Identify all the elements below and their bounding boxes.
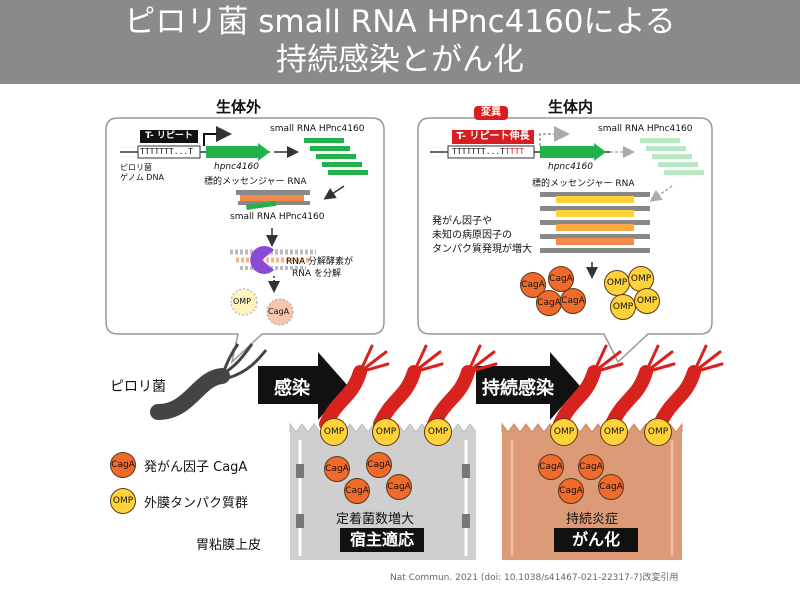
tissue-omp-6: OMP [644, 418, 672, 446]
legend-caga-label: 発がん因子 CagA [144, 460, 248, 475]
persistent-infection-arrow [476, 352, 580, 420]
right-tissue-caga-2: CagA [578, 454, 604, 480]
right-caga-4: CagA [560, 288, 586, 314]
epithelium-label: 胃粘膜上皮 [196, 538, 262, 553]
right-repeat-seq-red: TTTT [504, 147, 525, 156]
tissue-omp-4: OMP [550, 418, 578, 446]
right-note-3: タンパク質発現が増大 [432, 244, 532, 255]
mutation-tag: 変異 [474, 106, 508, 120]
right-gene-label: hpnc4160 [548, 162, 593, 172]
genome-label-2: ゲノム DNA [120, 173, 164, 182]
left-tissue-box: 宿主適応 [340, 528, 424, 552]
left-gene-label: hpnc4160 [214, 162, 259, 172]
left-repeat-tag: T- リピート [140, 130, 198, 143]
left-caga-faded [266, 298, 294, 326]
right-tissue-caga-3: CagA [558, 478, 584, 504]
legend-omp-label: 外膜タンパク質群 [144, 496, 249, 511]
right-tissue-caga-4: CagA [598, 474, 624, 500]
title-line-2: 持続感染とがん化 [276, 42, 524, 78]
left-tissue-caga-2: CagA [366, 452, 392, 478]
legend-caga-icon: CagA [110, 452, 136, 478]
red-bacteria-left [319, 344, 498, 431]
title-line-1: ピロリ菌 small RNA HPnc4160による [124, 4, 676, 40]
right-panel-heading: 生体内 [548, 98, 594, 116]
left-tissue-caga-4: CagA [386, 474, 412, 500]
pylori-label: ピロリ菌 [110, 379, 166, 395]
tissue-omp-3: OMP [424, 418, 452, 446]
right-repeat-seq: TTTTTTT...TTTTT [452, 146, 524, 158]
right-caga-3: CagA [536, 290, 562, 316]
pylori-bacterium [150, 368, 230, 420]
citation: Nat Commun. 2021 (doi: 10.1038/s41467-02… [390, 573, 679, 583]
right-caga-2: CagA [548, 266, 574, 292]
right-repeat-tag: T- リピート伸長 [452, 130, 534, 144]
persistent-arrow-label: 持続感染 [482, 378, 554, 399]
left-tissue-caga-3: CagA [344, 478, 370, 504]
infection-arrow-label: 感染 [274, 378, 310, 399]
right-srna-label: small RNA HPnc4160 [598, 124, 693, 134]
tissue-omp-5: OMP [600, 418, 628, 446]
left-panel-heading: 生体外 [216, 98, 262, 116]
rnase-label-2: RNA を分解 [292, 269, 342, 279]
right-repeat-seq-black: TTTTTTT...T [452, 147, 505, 156]
left-tissue-text: 定着菌数増大 [336, 512, 415, 527]
right-tissue-caga-1: CagA [538, 454, 564, 480]
right-mrna-stack [540, 192, 650, 253]
infection-arrow [258, 352, 348, 420]
left-gene-arrow [206, 143, 270, 161]
right-gene-arrow [540, 143, 606, 161]
red-bacteria-right [553, 344, 724, 431]
left-mrna-label: 標的メッセンジャー RNA [204, 177, 307, 187]
right-omp-3: OMP [610, 294, 636, 320]
right-tissue-box: がん化 [554, 528, 638, 552]
left-repeat-seq: TTTTTTT...T [140, 147, 193, 156]
right-note-1: 発がん因子や [432, 216, 492, 227]
left-panel-bubble [105, 117, 385, 365]
title-banner: ピロリ菌 small RNA HPnc4160による 持続感染とがん化 [0, 0, 800, 84]
right-promoter-arrow [539, 126, 570, 146]
right-tissue-text: 持続炎症 [566, 512, 619, 527]
right-note-2: 未知の病原因子の [432, 230, 512, 241]
right-omp-1: OMP [604, 270, 630, 296]
left-srna-label-2: small RNA HPnc4160 [230, 212, 325, 222]
left-omp-text: OMP [233, 297, 252, 306]
tissue-omp-1: OMP [320, 418, 348, 446]
left-omp-faded [230, 288, 258, 316]
legend-omp-icon: OMP [110, 488, 136, 514]
rnase-label-1: RNA 分解酵素が [286, 257, 354, 267]
right-omp-4: OMP [634, 288, 660, 314]
left-srna-label: small RNA HPnc4160 [270, 124, 365, 134]
rnase-pacman [250, 246, 274, 275]
left-tissue-caga-1: CagA [324, 456, 350, 482]
tissue-omp-2: OMP [372, 418, 400, 446]
left-caga-text: CagA [268, 307, 290, 316]
right-mrna-label: 標的メッセンジャー RNA [532, 179, 635, 189]
genome-label-1: ピロリ菌 [120, 163, 152, 172]
left-promoter-arrow [203, 126, 232, 146]
right-omp-2: OMP [628, 266, 654, 292]
